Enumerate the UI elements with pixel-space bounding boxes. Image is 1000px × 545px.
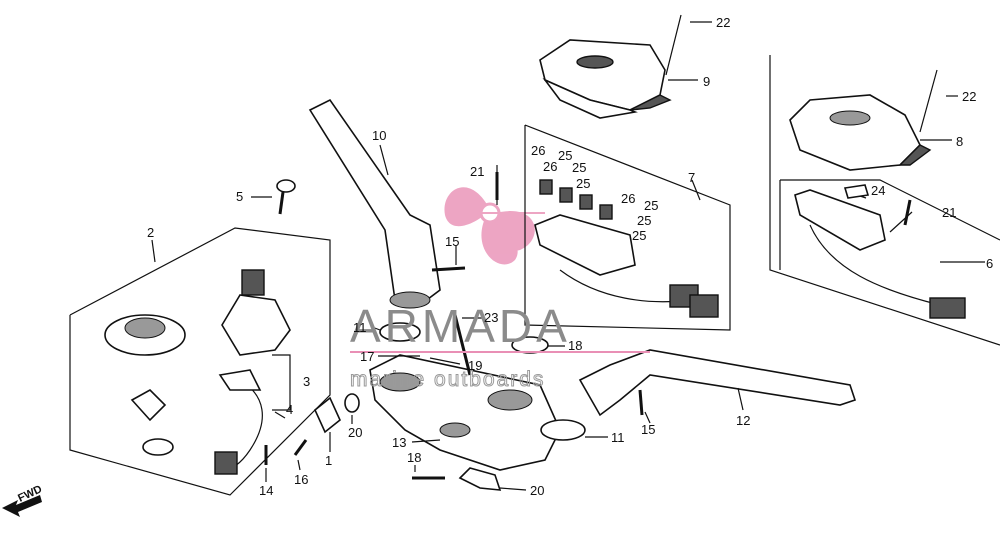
ring-part-11b <box>540 419 586 441</box>
callout-11b: 11 <box>611 430 625 445</box>
callout-25b: 25 <box>572 160 586 175</box>
callout-26c: 26 <box>621 191 635 206</box>
callout-20b: 20 <box>530 483 544 498</box>
callout-10: 10 <box>372 128 386 143</box>
bolt-part-23 <box>453 314 472 376</box>
clip-part-20b <box>458 467 502 491</box>
callout-18b: 18 <box>407 450 421 465</box>
callout-15b: 15 <box>641 422 655 437</box>
callout-9: 9 <box>703 74 710 89</box>
callout-25f: 25 <box>632 228 646 243</box>
switch-assembly-part-6 <box>794 189 966 319</box>
connector-icon <box>214 451 238 475</box>
callout-24: 24 <box>871 183 885 198</box>
callout-12: 12 <box>736 413 750 428</box>
callout-21b: 21 <box>942 205 956 220</box>
callout-2: 2 <box>147 225 154 240</box>
callout-22a: 22 <box>716 15 730 30</box>
fuse-part-24 <box>843 184 870 199</box>
callout-19: 19 <box>468 358 482 373</box>
callout-25c: 25 <box>576 176 590 191</box>
watermark-brand: ARMADA <box>350 300 571 352</box>
callout-17: 17 <box>360 349 374 364</box>
bolt-part-21b <box>903 199 912 226</box>
callout-5: 5 <box>236 189 243 204</box>
top-cover-part-8 <box>789 94 932 171</box>
callout-4: 4 <box>286 402 293 417</box>
screw-part-16 <box>293 439 308 456</box>
watermark-tagline: marine outboards <box>350 368 545 391</box>
callout-18a: 18 <box>568 338 582 353</box>
callout-15a: 15 <box>445 234 459 249</box>
ignition-cap-part <box>104 314 186 356</box>
callout-13: 13 <box>392 435 406 450</box>
bracket-part-1 <box>314 396 341 434</box>
callout-23: 23 <box>484 310 498 325</box>
callout-6: 6 <box>986 256 993 271</box>
callout-22b: 22 <box>962 89 976 104</box>
clamp-part <box>130 389 167 422</box>
callout-16: 16 <box>294 472 308 487</box>
callout-11a: 11 <box>353 320 367 335</box>
callout-20a: 20 <box>348 425 362 440</box>
callout-25a: 25 <box>558 148 572 163</box>
ignition-switch-part-3 <box>221 269 291 356</box>
left-handlebar-part-10 <box>308 98 441 309</box>
watermark-propeller-icon <box>444 187 545 265</box>
callout-1: 1 <box>325 453 332 468</box>
top-cover-part-9 <box>539 39 672 119</box>
callout-26b: 26 <box>543 159 557 174</box>
callout-8: 8 <box>956 134 963 149</box>
forward-arrow-icon <box>2 495 42 517</box>
callout-25e: 25 <box>637 213 651 228</box>
ring-part-11a <box>379 322 421 342</box>
switch-assembly-part-7 <box>534 179 719 318</box>
right-handlebar-part-12 <box>578 349 857 417</box>
callout-3: 3 <box>303 374 310 389</box>
callout-25d: 25 <box>644 198 658 213</box>
bolt-part-15a <box>431 266 466 272</box>
callout-7: 7 <box>688 170 695 185</box>
washer-part-20a <box>344 393 360 413</box>
callout-26a: 26 <box>531 143 545 158</box>
callout-14: 14 <box>259 483 273 498</box>
bolt-part-15b <box>638 389 644 416</box>
grommet-part <box>142 438 174 456</box>
key-part-5 <box>276 179 296 215</box>
callout-21a: 21 <box>470 164 484 179</box>
